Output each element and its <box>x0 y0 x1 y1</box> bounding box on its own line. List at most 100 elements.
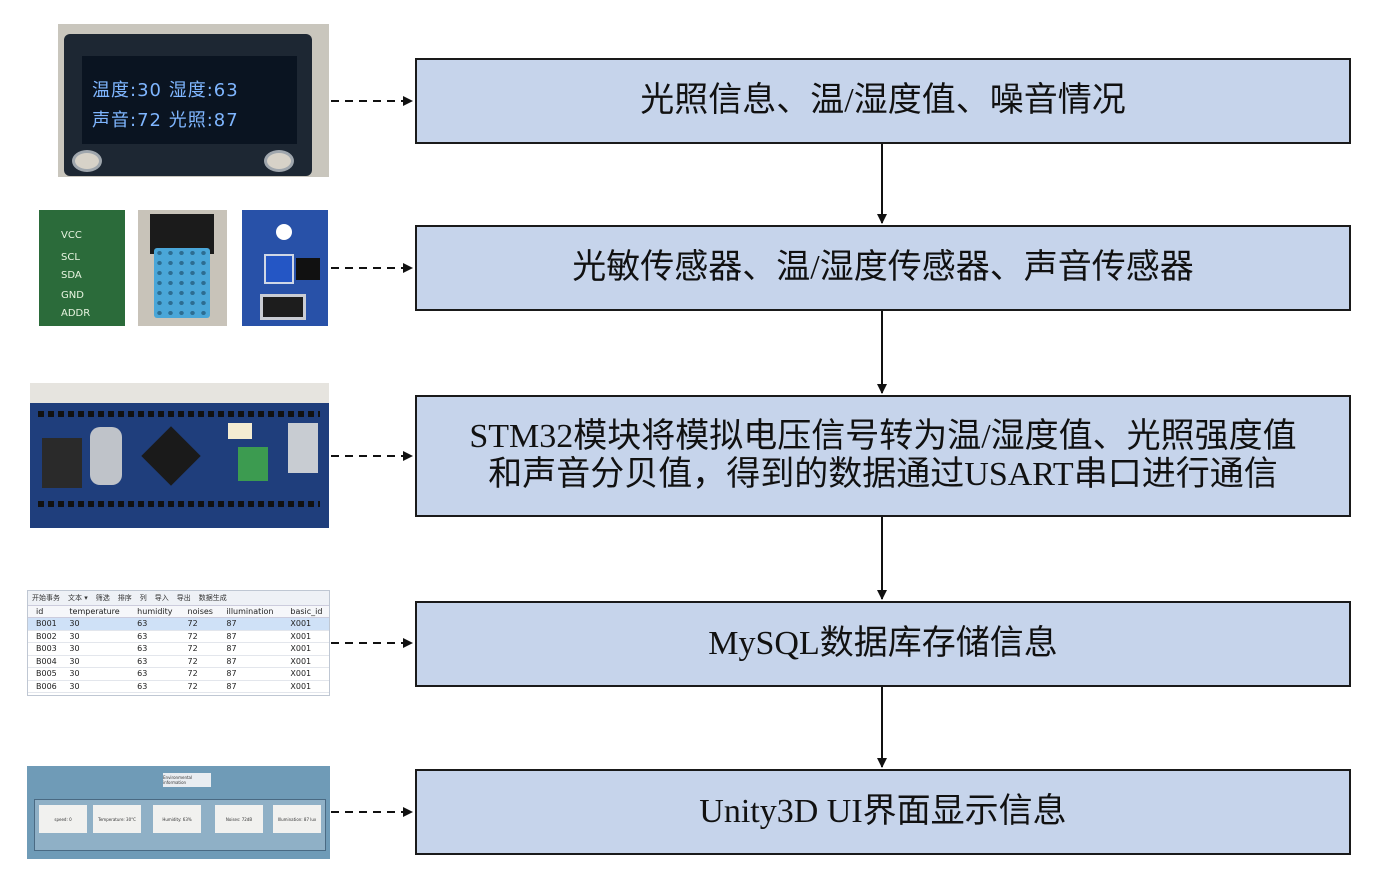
table-cell: 30 <box>61 680 130 693</box>
table-cell: 63 <box>129 680 180 693</box>
humidity-sensor-photo <box>138 210 227 326</box>
table-cell: 72 <box>179 680 219 693</box>
table-header-row: id temperature humidity noises illuminat… <box>28 606 329 618</box>
sensor-board <box>150 214 214 254</box>
toolbar-item: 文本 ▾ <box>68 594 88 602</box>
oled-screen: 温度:30 湿度:63 声音:72 光照:87 <box>82 56 297 144</box>
step-label: STM32模块将模拟电压信号转为温/湿度值、光照强度值 和声音分贝值，得到的数据… <box>469 418 1297 493</box>
oled-board: 温度:30 湿度:63 声音:72 光照:87 <box>64 34 312 176</box>
unity-info-card: Noises: 72dB <box>215 805 263 833</box>
potentiometer <box>264 254 294 284</box>
table-cell: B003 <box>28 642 62 656</box>
mysql-table-screenshot: 开始事务 文本 ▾ 筛选 排序 列 导入 导出 数据生成 id temperat… <box>27 590 330 696</box>
step-label: Unity3D UI界面显示信息 <box>699 793 1067 830</box>
unity-info-card: Illumination: 87 lux <box>273 805 321 833</box>
table-cell: 63 <box>129 617 180 631</box>
column-header: illumination <box>218 606 283 618</box>
table-cell: 63 <box>129 667 180 681</box>
unity-info-card: Temperature: 30°C <box>93 805 141 833</box>
table-cell: B006 <box>28 680 62 693</box>
step-box-3: STM32模块将模拟电压信号转为温/湿度值、光照强度值 和声音分贝值，得到的数据… <box>415 395 1351 517</box>
table-cell: 72 <box>179 630 219 643</box>
sensor-pin-label: VCC <box>61 230 82 241</box>
table-cell: X001 <box>282 680 329 693</box>
table-cell: X001 <box>282 655 329 668</box>
table-cell: B004 <box>28 655 62 668</box>
sensor-pin-label: SDA <box>61 270 82 281</box>
oled-display-photo: 温度:30 湿度:63 声音:72 光照:87 <box>58 24 329 177</box>
unity-info-card: speed: 0 <box>39 805 87 833</box>
table-cell: 72 <box>179 642 219 656</box>
toolbar-item: 数据生成 <box>198 594 227 602</box>
crystal <box>90 427 122 485</box>
step-label: 光敏传感器、温/湿度传感器、声音传感器 <box>572 249 1194 286</box>
table-cell: 30 <box>61 630 130 643</box>
table-cell: 63 <box>129 655 180 668</box>
table-cell: 72 <box>179 655 219 668</box>
toolbar-item: 筛选 <box>95 594 110 602</box>
pin-header <box>38 411 320 417</box>
table-cell: 63 <box>129 630 180 643</box>
dht-sensor-body <box>154 248 210 318</box>
table-cell: 30 <box>61 667 130 681</box>
toolbar-item: 排序 <box>117 594 132 602</box>
sound-sensor-photo <box>242 210 328 326</box>
usb-port <box>288 423 318 473</box>
toolbar-item: 导入 <box>154 594 169 602</box>
step-box-5: Unity3D UI界面显示信息 <box>415 769 1351 855</box>
toolbar-item: 列 <box>139 594 147 602</box>
table-cell: 87 <box>218 667 283 681</box>
reset-button <box>228 423 252 439</box>
board-edge <box>30 383 329 403</box>
column-header: noises <box>179 606 219 618</box>
pin-header <box>38 501 320 507</box>
sensor-pin-label: GND <box>61 290 84 301</box>
table-cell: 72 <box>179 667 219 681</box>
table-cell: 87 <box>218 642 283 656</box>
table-cell: B001 <box>28 617 62 631</box>
jtag-connector <box>42 438 82 488</box>
table-cell: X001 <box>282 642 329 656</box>
table-cell: 87 <box>218 630 283 643</box>
step-label: MySQL数据库存储信息 <box>708 625 1058 662</box>
chip <box>296 258 320 280</box>
stm32-board-photo <box>30 383 329 528</box>
boot-jumper <box>238 447 268 481</box>
unity-ui-screenshot: Environmental information speed: 0 Tempe… <box>27 766 330 859</box>
sensor-pin-label: SCL <box>61 252 80 263</box>
column-header: basic_id <box>282 606 329 618</box>
oled-line-1: 温度:30 湿度:63 <box>92 80 239 101</box>
unity-info-card: Humidity: 63% <box>153 805 201 833</box>
db-table: id temperature humidity noises illuminat… <box>28 606 329 693</box>
column-header: id <box>28 606 62 618</box>
table-cell: X001 <box>282 617 329 631</box>
column-header: humidity <box>129 606 180 618</box>
unity-panel-title: Environmental information <box>163 773 211 787</box>
table-cell: 72 <box>179 617 219 631</box>
table-cell: 30 <box>61 655 130 668</box>
table-cell: B002 <box>28 630 62 643</box>
sensor-pin-label: ADDR <box>61 308 91 319</box>
table-cell: 30 <box>61 642 130 656</box>
oled-line-2: 声音:72 光照:87 <box>92 110 239 131</box>
step-box-4: MySQL数据库存储信息 <box>415 601 1351 687</box>
table-cell: B005 <box>28 667 62 681</box>
table-cell: X001 <box>282 630 329 643</box>
microphone <box>260 294 306 320</box>
toolbar-item: 开始事务 <box>32 594 60 602</box>
table-cell: 87 <box>218 655 283 668</box>
table-cell: 30 <box>61 617 130 631</box>
sensor-led <box>276 224 292 240</box>
mount-hole <box>72 150 102 172</box>
step-box-1: 光照信息、温/湿度值、噪音情况 <box>415 58 1351 144</box>
light-sensor-photo: VCC SCL SDA GND ADDR <box>39 210 125 326</box>
table-cell: 63 <box>129 642 180 656</box>
step-box-2: 光敏传感器、温/湿度传感器、声音传感器 <box>415 225 1351 311</box>
